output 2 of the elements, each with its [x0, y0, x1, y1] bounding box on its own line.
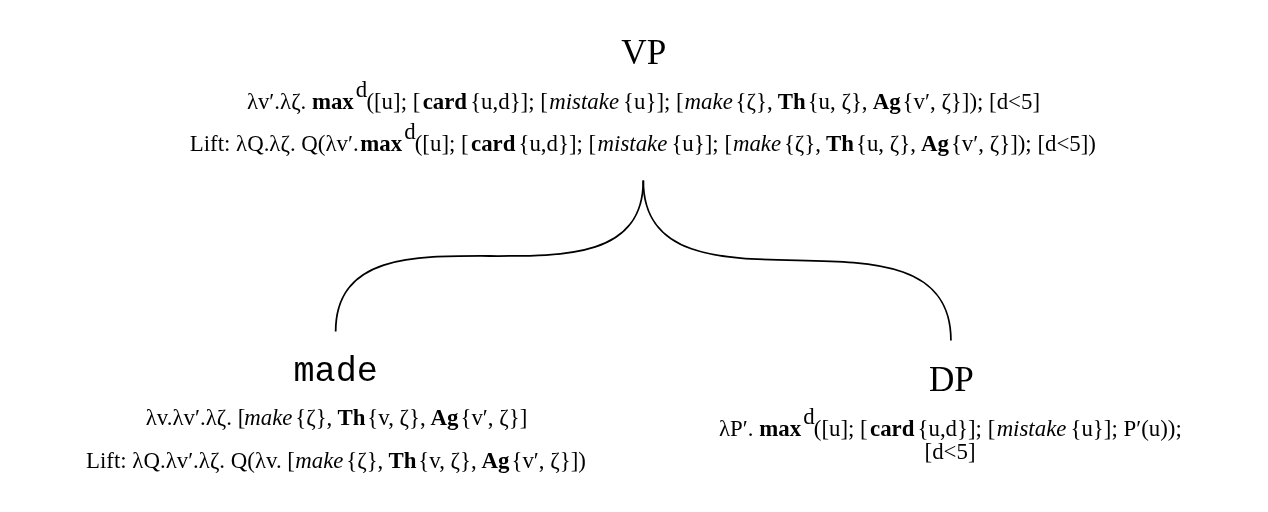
node-text: made λv.λv′.λζ. [make{ζ}, Th{v, ζ}, Ag{v′, ζ}] Lift: λQ.λv′.λζ. Q(λv. [make{ζ}, Th{v, ζ}, Ag{v′, ζ}])	[85, 351, 586, 473]
connector	[641, 179, 952, 342]
